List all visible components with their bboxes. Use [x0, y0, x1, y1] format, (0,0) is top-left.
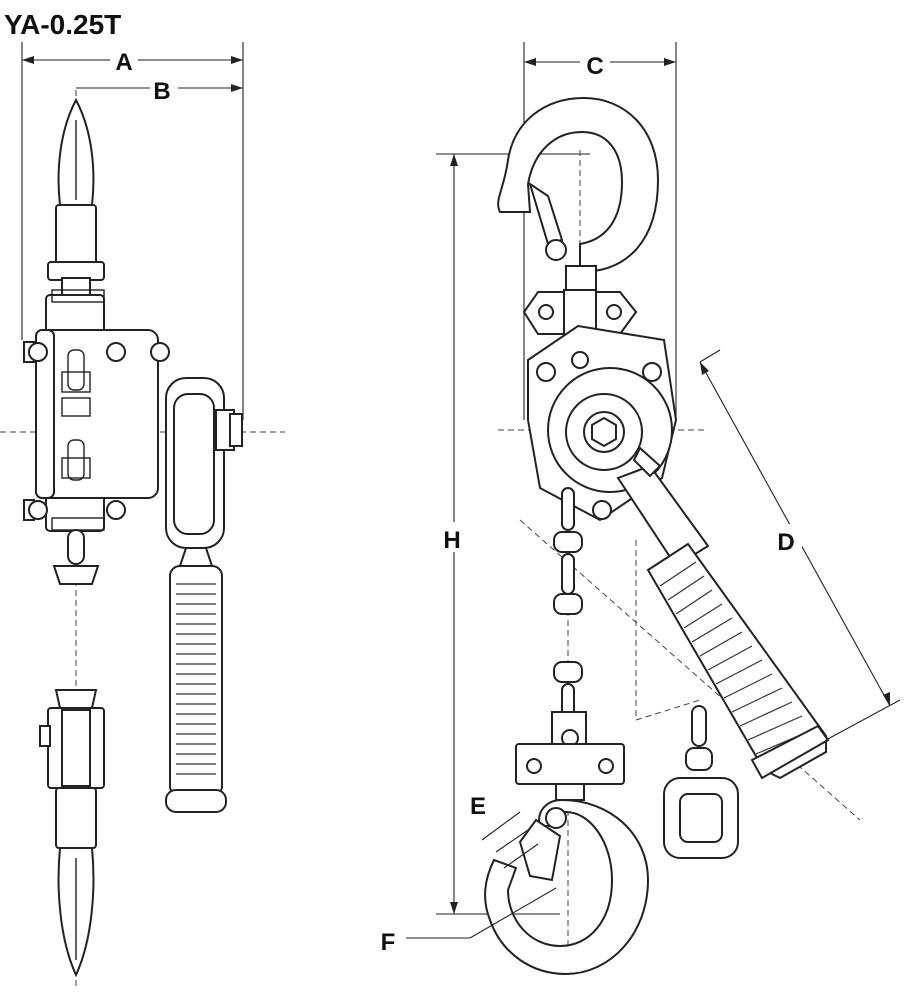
- side-lever: [165, 377, 243, 813]
- side-chain-top: [52, 529, 100, 585]
- dimension-a-label: A: [115, 49, 132, 76]
- side-top-hook: [47, 97, 105, 307]
- front-top-hook: [497, 96, 660, 291]
- dimension-b: B: [76, 74, 243, 105]
- dimension-e: E: [464, 790, 539, 869]
- front-lever: [616, 446, 830, 780]
- front-view: C H: [374, 42, 901, 976]
- dimension-f: F: [374, 887, 557, 956]
- side-bolts: [23, 341, 170, 521]
- front-top-plate: [522, 289, 638, 337]
- dimension-d: D: [699, 349, 901, 741]
- side-grip-ribs: [176, 583, 216, 775]
- dimension-c-label: C: [586, 53, 603, 80]
- dimension-h-label: H: [443, 527, 460, 554]
- front-grip-ribs: [659, 561, 813, 755]
- side-bottom-block: [39, 689, 105, 978]
- front-bottom-block: [515, 711, 625, 801]
- front-load-chain: [553, 487, 583, 725]
- dimension-c: C: [524, 48, 676, 80]
- side-body: [23, 289, 170, 532]
- dimension-b-label: B: [153, 78, 170, 105]
- front-bottom-hook: [484, 798, 650, 976]
- front-ring: [635, 540, 739, 859]
- dimension-e-label: E: [470, 793, 486, 820]
- model-title: YA-0.25T: [4, 9, 121, 40]
- dimension-f-label: F: [381, 929, 396, 956]
- dimension-a: A: [22, 46, 243, 76]
- side-view: A B: [0, 42, 285, 990]
- dimension-d-label: D: [777, 529, 794, 556]
